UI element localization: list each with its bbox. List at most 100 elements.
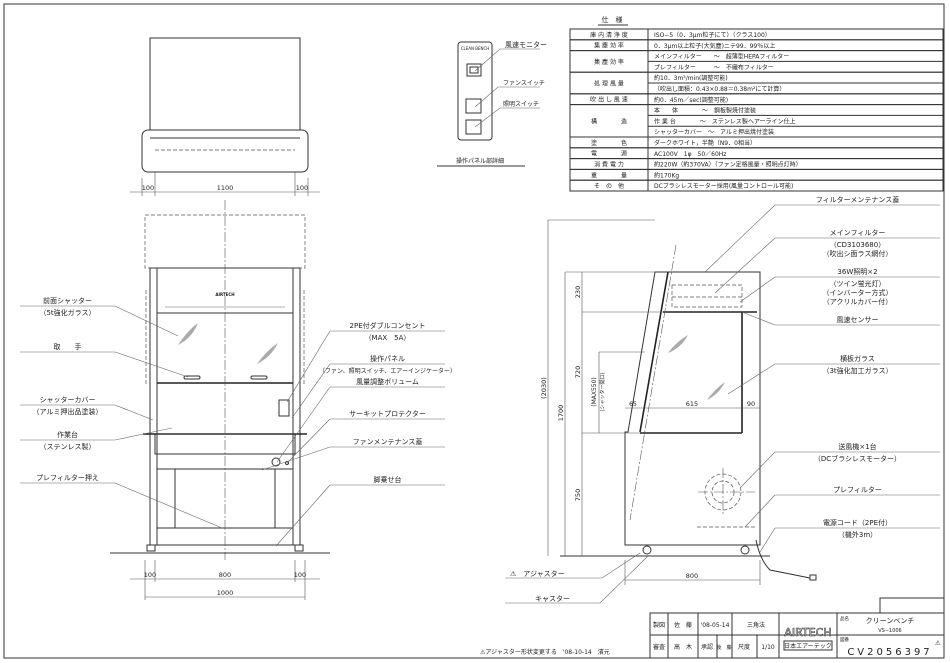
spec-value: メインフィルター 〜 超薄型HEPAフィルター — [654, 53, 789, 61]
callout-label: （アクリルカバー付） — [823, 297, 892, 306]
callout-label: （5t強化ガラス） — [39, 308, 95, 317]
callout-label: 作業台 — [57, 430, 78, 439]
callout-label: （ツイン蛍光灯） — [830, 279, 886, 288]
dim-front-width: 800 — [219, 571, 231, 579]
front-right-labels: 2PE付ダブルコンセント（MAX 5A）操作パネル（ファン、照明スイッチ、エアー… — [261, 321, 456, 547]
callout-label: 36W照明×2 — [837, 268, 877, 276]
company-logo-jp: 日本エアーテック — [784, 642, 832, 650]
spec-label: 集 塵 効 率 — [594, 42, 624, 50]
dim-90: 90 — [747, 400, 755, 408]
product-name: クリーンベンチ — [866, 617, 915, 625]
dim-top-right: 100 — [296, 184, 308, 192]
caster — [740, 545, 750, 555]
callout-label: （機外3m） — [838, 530, 877, 539]
spec-label: 電 源 — [591, 150, 627, 158]
callout-label: （吹出シ面ラス網付） — [823, 249, 893, 258]
company-logo: AIRTECH — [784, 626, 831, 639]
spec-value: ダークホワイト，半艶（N9．0相当） — [654, 139, 756, 147]
dim-low-section: 750 — [574, 489, 582, 501]
dim-615: 615 — [686, 400, 698, 408]
callout-label: 横板ガラス — [840, 354, 875, 363]
model-number: VS−1006 — [878, 628, 902, 634]
panel-header: CLEAN BENCH — [461, 46, 490, 51]
callout-label: （インバーター方式） — [823, 288, 893, 297]
callout-label: プレフィルター — [833, 485, 882, 494]
spec-label: 処 理 風 量 — [594, 80, 624, 88]
spec-value: DCブラシレスモーター採用(風量コントロール可能) — [654, 182, 793, 190]
label-caster: キャスター — [535, 594, 570, 603]
revision-mark-icon: ⚠ — [935, 639, 941, 647]
front-view: AIRTECH 100 800 100 1000 — [110, 200, 330, 600]
glass-reflection-icon — [707, 382, 725, 400]
checked-by: 高 木 — [674, 643, 692, 651]
spec-label: 塗 色 — [591, 139, 627, 147]
spec-value: ISO−5（0．3μm粒子にて）（クラス100） — [654, 31, 771, 39]
callout-label: サーキットプロテクター — [349, 409, 426, 418]
callout-label: フィルターメンテナンス蓋 — [816, 195, 899, 204]
front-left-labels: 前面シャッター（5t強化ガラス）取 手シャッターカバー（アルミ押出品塗装）作業台… — [20, 296, 223, 529]
front-logo: AIRTECH — [215, 292, 234, 297]
callout-label: （CD3103680） — [830, 241, 885, 249]
dim-total-height: (2030) — [540, 377, 548, 399]
spec-value: 約170Kg — [654, 171, 679, 179]
title-block: 製図 佐 藤 '08-05-14 三角法 審査 高 木 承認 後 藤 尺度 1/… — [470, 597, 945, 659]
callout-label: （3t強化加工ガラス） — [822, 366, 892, 375]
spec-value: 約0．45m／sec(調整可能) — [654, 96, 728, 104]
control-panel-detail: CLEAN BENCH 風速モニター ファンスイッチ 照明スイッチ 操作パネル部… — [437, 40, 547, 167]
drawing-no-label: 図番 — [840, 636, 849, 643]
drawn-label: 製図 — [653, 621, 665, 629]
callout-label: メインフィルター — [830, 228, 886, 237]
name-label: 品名 — [840, 615, 849, 622]
spec-label: そ の 他 — [594, 182, 624, 190]
glass-reflection-icon — [668, 335, 688, 353]
callout-label: ファンメンテナンス蓋 — [353, 437, 423, 446]
spec-row — [569, 179, 944, 192]
caster — [642, 545, 652, 555]
spec-value: （吹出し面積：0.43×0.88＝0.38m²にて計算） — [654, 85, 785, 93]
callout-label: シャッターカバー — [40, 395, 96, 404]
airflow-volume-knob — [271, 457, 281, 467]
panel-caption: 操作パネル部詳細 — [456, 157, 504, 165]
scale-value: 1/10 — [761, 644, 775, 651]
dim-top-left: 100 — [142, 184, 154, 192]
sheet-border — [3, 3, 945, 659]
callout-label: （DCブラシレスモーター） — [814, 454, 901, 463]
checked-label: 審査 — [653, 643, 665, 651]
shutter-handle — [250, 375, 268, 380]
approved-by: 後 藤 — [716, 644, 731, 651]
spec-label: 消 費 電 力 — [594, 161, 624, 169]
spec-label: 重 量 — [591, 171, 627, 179]
approved-label: 承認 — [701, 643, 713, 651]
panel-label-fan-switch: ファンスイッチ — [503, 80, 545, 87]
callout-label: （ファン、照明スイッチ、エアーインジケーター） — [319, 367, 456, 375]
callout-label: 脚乗せ台 — [374, 475, 402, 484]
label-adjuster: ⚠ アジャスター — [510, 569, 565, 578]
callout-label: （ステンレス製） — [40, 442, 96, 451]
callout-label: （アルミ押出品塗装） — [33, 407, 103, 416]
spec-value: 約220W（約370VA）（ファン定格風量・照明点灯時） — [654, 161, 802, 169]
side-view: (2030) 1700 230 720 750 (MAX550) (シャッター開… — [540, 219, 817, 585]
spec-label: 構 造 — [591, 117, 627, 125]
spec-value: AC100V 1φ 50／60Hz — [654, 151, 726, 158]
side-bottom-labels: ⚠ アジャスター キャスター — [505, 552, 649, 604]
operation-panel — [278, 399, 290, 417]
power-cord — [755, 539, 811, 579]
glass-reflection-icon — [257, 343, 278, 364]
panel-label-light-switch: 照明スイッチ — [503, 101, 539, 108]
callout-label: 送風機×1台 — [838, 442, 876, 451]
dim-front-right: 100 — [294, 571, 306, 579]
spec-value: 約10．3m³/min(調整可能) — [654, 74, 728, 82]
spec-label: 集 塵 効 率 — [594, 58, 624, 66]
top-view: 100 1100 100 — [130, 37, 320, 196]
callout-label: 風速センサー — [837, 316, 879, 324]
callout-label: 前面シャッター — [43, 296, 92, 305]
spec-value: 0．3μm以上粒子(大気塵)ニテ99．99％以上 — [654, 42, 775, 50]
shutter-handle — [183, 375, 201, 380]
projection: 三角法 — [747, 621, 765, 629]
dim-65: 65 — [629, 401, 637, 408]
spec-title: 仕 様 — [602, 15, 623, 24]
spec-label: 吹 出 し 風 速 — [590, 96, 628, 104]
dim-front-left: 100 — [144, 571, 156, 579]
